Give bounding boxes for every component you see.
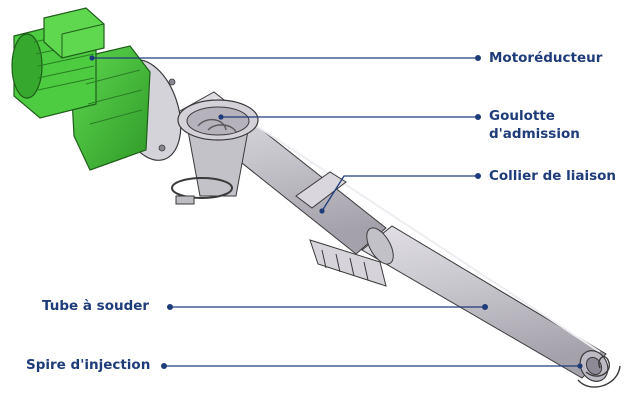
- dot-collier: [475, 173, 481, 179]
- label-tube: Tube à souder: [42, 298, 150, 314]
- label-motoreducteur: Motoréducteur: [489, 50, 603, 66]
- leader-collier: [321, 175, 477, 212]
- label-goulotte-line2: d'admission: [489, 126, 580, 142]
- bracket: [309, 239, 387, 287]
- spire-d-injection: [577, 350, 621, 388]
- label-collier: Collier de liaison: [489, 168, 617, 184]
- dot-motoreducteur: [475, 55, 481, 61]
- dot-tube-start: [167, 304, 173, 310]
- motoreducteur: [11, 7, 151, 171]
- label-dots: [161, 55, 488, 369]
- label-goulotte-line1: Goulotte: [489, 108, 555, 124]
- dot-goulotte: [475, 114, 481, 120]
- leader-lines: [92, 57, 580, 367]
- collier-de-liaison: [295, 171, 394, 265]
- dot-tube-end: [482, 304, 488, 310]
- goulotte-d-admission: [171, 99, 259, 205]
- dot-spire-start: [161, 363, 167, 369]
- label-spire: Spire d'injection: [26, 357, 151, 373]
